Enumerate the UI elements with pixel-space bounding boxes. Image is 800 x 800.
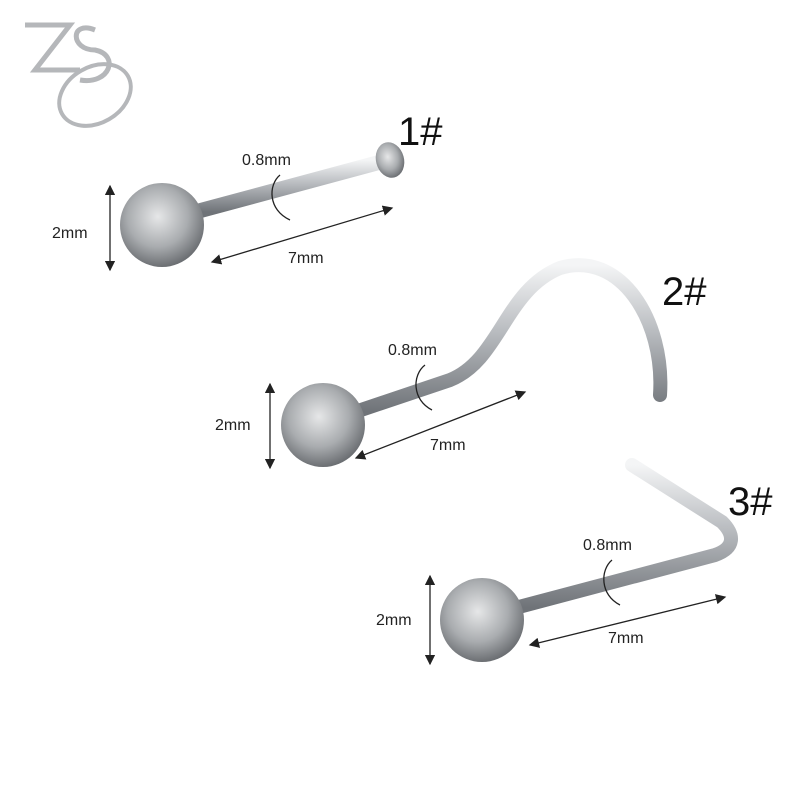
pin-shaft: [348, 258, 668, 419]
item-number: 3#: [728, 480, 773, 524]
gauge-label: 0.8mm: [242, 152, 291, 169]
length-arrow: [354, 390, 527, 460]
ball: [120, 183, 204, 267]
length-label: 7mm: [288, 250, 324, 267]
item-1-straight-pin: 1# 0.8mm 2mm 7mm: [52, 110, 443, 272]
length-label: 7mm: [430, 437, 466, 454]
item-number: 2#: [662, 270, 707, 314]
ball-size-label: 2mm: [52, 225, 88, 242]
item-3-l-shape-pin: 3# 0.8mm 2mm 7mm: [376, 458, 773, 666]
pin-shaft: [187, 152, 396, 220]
pin-end: [375, 142, 405, 178]
pin-shaft: [508, 458, 738, 615]
item-number: 1#: [398, 110, 443, 154]
ball-size-label: 2mm: [215, 417, 251, 434]
length-label: 7mm: [608, 630, 644, 647]
item-2-screw-pin: 2# 0.8mm 2mm 7mm: [215, 258, 707, 470]
ball-size-label: 2mm: [376, 612, 412, 629]
length-arrow: [528, 594, 727, 648]
ball: [281, 383, 365, 467]
gauge-label: 0.8mm: [583, 537, 632, 554]
gauge-label: 0.8mm: [388, 342, 437, 359]
length-arrow: [210, 205, 394, 265]
ball: [440, 578, 524, 662]
brand-logo: [25, 22, 133, 128]
